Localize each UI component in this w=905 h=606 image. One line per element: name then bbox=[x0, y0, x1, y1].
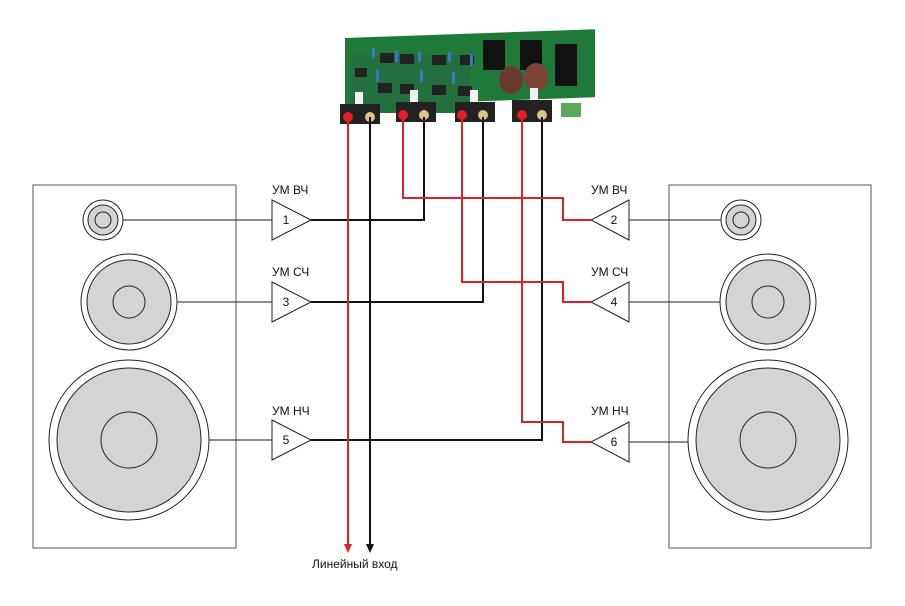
ground-wire-5 bbox=[311, 117, 543, 441]
amp-6 bbox=[589, 421, 630, 463]
left-speaker bbox=[32, 184, 237, 549]
amp-label: УМ ВЧ bbox=[272, 183, 309, 197]
amp-2 bbox=[589, 199, 630, 241]
amp-number: 1 bbox=[282, 213, 290, 227]
amp-label: УМ НЧ bbox=[591, 404, 629, 418]
amp-label: УМ НЧ bbox=[272, 404, 310, 418]
amp-number: 2 bbox=[610, 213, 618, 227]
amp-label: УМ СЧ bbox=[591, 265, 629, 279]
signal-wire-4 bbox=[461, 117, 591, 303]
arrow-down-icon bbox=[366, 544, 374, 553]
crossover-pcb bbox=[340, 29, 595, 124]
amp-number: 3 bbox=[282, 295, 290, 309]
amp-label: УМ ВЧ bbox=[591, 183, 628, 197]
signal-wire-2 bbox=[402, 117, 591, 221]
ground-wire-1 bbox=[311, 117, 425, 221]
amp-5 bbox=[271, 419, 313, 461]
heatsink bbox=[483, 40, 505, 70]
amp-3 bbox=[271, 281, 313, 323]
amp-label: УМ СЧ bbox=[272, 265, 310, 279]
amp-number: 4 bbox=[610, 295, 618, 309]
signal-wire-6 bbox=[521, 117, 591, 443]
amp-4 bbox=[589, 281, 630, 323]
ground-wire-3 bbox=[311, 117, 484, 303]
amp-number: 5 bbox=[282, 433, 290, 447]
capacitor bbox=[499, 66, 523, 94]
input-label: Линейный вход bbox=[312, 557, 398, 571]
amp-1 bbox=[271, 199, 313, 241]
amp-number: 6 bbox=[610, 435, 618, 449]
terminal-block bbox=[561, 103, 581, 117]
speaker-leads bbox=[123, 219, 721, 443]
right-speaker bbox=[668, 184, 872, 549]
arrow-down-icon bbox=[344, 544, 352, 553]
